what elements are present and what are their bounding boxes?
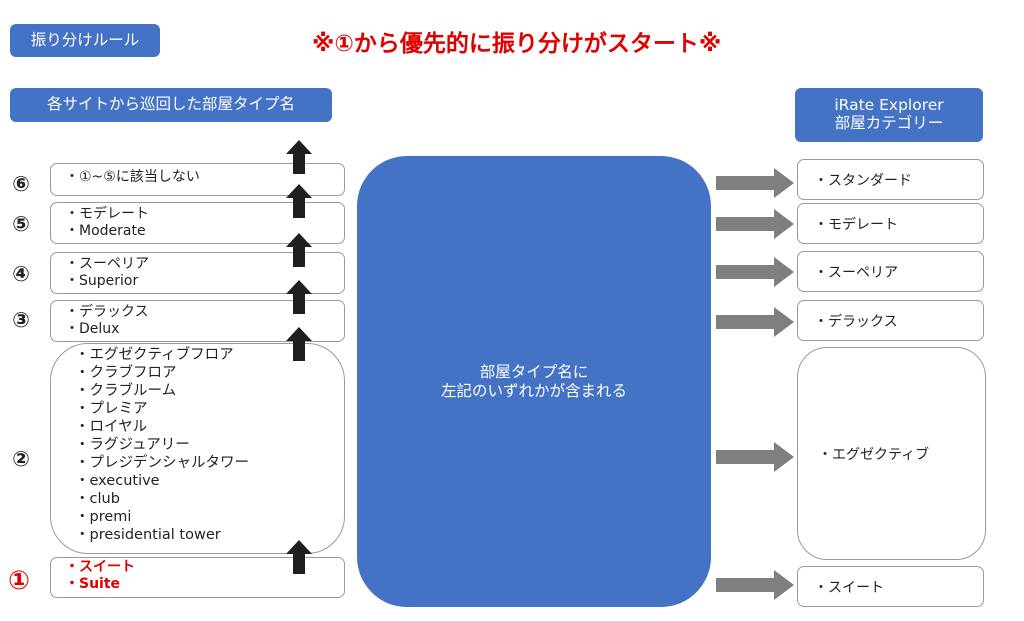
right-column-heading: iRate Explorer 部屋カテゴリー: [795, 88, 983, 142]
priority-number-4: ④: [12, 262, 30, 286]
up-arrow-icon: [286, 233, 312, 267]
right-arrow-icon: [716, 168, 794, 198]
group-2-item: ・プレジデンシャルタワー: [75, 455, 249, 471]
group-2-item: ・エグゼクティブフロア: [75, 347, 234, 363]
group-2-item: ・presidential tower: [75, 527, 221, 543]
right-arrow-icon: [716, 257, 794, 287]
group-5-item: ・モデレート: [65, 206, 149, 222]
up-arrow-icon: [286, 140, 312, 174]
group-2-item: ・クラブルーム: [75, 383, 177, 399]
group-1-item: ・Suite: [65, 576, 121, 592]
group-2-item: ・クラブフロア: [75, 365, 177, 381]
group-4-item: ・Superior: [65, 273, 139, 289]
matching-condition-box: 部屋タイプ名に 左記のいずれかが含まれる: [357, 156, 711, 607]
category-label: ・デラックス: [814, 313, 898, 330]
category-box-standard: ・スタンダード: [797, 159, 984, 200]
group-2-item: ・premi: [75, 509, 132, 525]
group-2-item: ・プレミア: [75, 401, 148, 417]
priority-number-1: ①: [7, 566, 30, 596]
priority-number-3: ③: [12, 308, 30, 332]
category-box-suite: ・スイート: [797, 566, 984, 607]
condition-text-line1: 部屋タイプ名に: [479, 362, 589, 381]
up-arrow-icon: [286, 280, 312, 314]
category-box-superior: ・スーペリア: [797, 251, 984, 292]
priority-number-2: ②: [12, 447, 30, 471]
category-box-deluxe: ・デラックス: [797, 300, 984, 341]
category-label: ・スイート: [814, 579, 884, 596]
right-arrow-icon: [716, 570, 794, 600]
up-arrow-icon: [286, 184, 312, 218]
category-label: ・モデレート: [814, 216, 898, 233]
up-arrow-icon: [286, 327, 312, 361]
group-2-item: ・ラグジュアリー: [75, 437, 190, 453]
group-4-item: ・スーペリア: [65, 256, 149, 272]
right-heading-line2: 部屋カテゴリー: [834, 114, 944, 132]
rule-label: 振り分けルール: [10, 24, 160, 57]
condition-text-line2: 左記のいずれかが含まれる: [440, 381, 627, 400]
group-1-item: ・スイート: [65, 559, 135, 575]
category-label: ・スーペリア: [814, 264, 898, 281]
right-arrow-icon: [716, 209, 794, 239]
right-arrow-icon: [716, 442, 794, 472]
group-2-item: ・ロイヤル: [75, 419, 148, 435]
priority-number-6: ⑥: [12, 172, 30, 196]
category-box-moderate: ・モデレート: [797, 203, 984, 244]
category-label: ・エグゼクティブ: [818, 446, 930, 463]
right-heading-line1: iRate Explorer: [834, 96, 944, 115]
group-3-item: ・Delux: [65, 321, 120, 337]
group-3-item: ・デラックス: [65, 304, 149, 320]
up-arrow-icon: [286, 540, 312, 574]
left-column-heading: 各サイトから巡回した部屋タイプ名: [10, 88, 332, 122]
group-2-item: ・club: [75, 491, 120, 507]
right-arrow-icon: [716, 307, 794, 337]
category-label: ・スタンダード: [814, 172, 912, 189]
group-box-2: ・エグゼクティブフロア ・クラブフロア ・クラブルーム ・プレミア ・ロイヤル …: [50, 343, 345, 554]
priority-note: ※①から優先的に振り分けがスタート※: [312, 31, 722, 57]
group-2-item: ・executive: [75, 473, 160, 489]
priority-number-5: ⑤: [12, 212, 30, 236]
group-5-item: ・Moderate: [65, 223, 146, 239]
category-box-executive: ・エグゼクティブ: [797, 347, 986, 560]
group-6-item: ・①~⑤に該当しない: [65, 169, 200, 185]
